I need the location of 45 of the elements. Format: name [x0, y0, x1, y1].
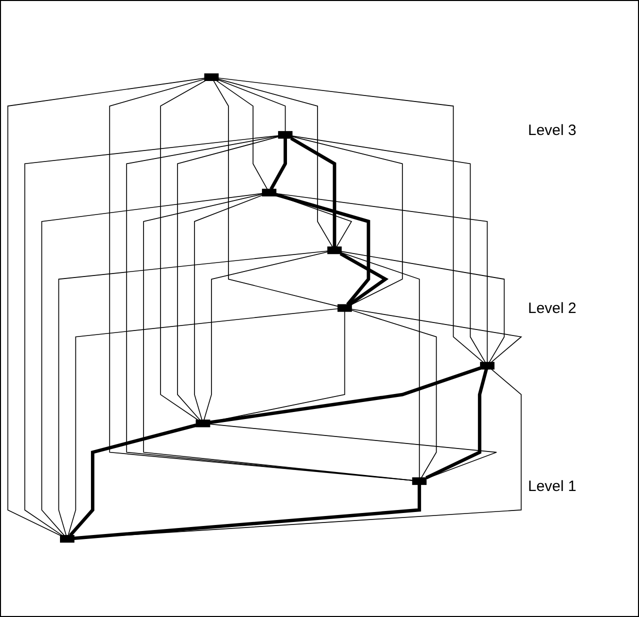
connector — [74, 369, 522, 540]
node-box — [337, 304, 352, 312]
connector — [209, 424, 498, 480]
node-box — [204, 74, 219, 82]
connector — [58, 251, 328, 536]
level-label: Level 1 — [528, 478, 578, 496]
connector — [41, 194, 263, 536]
level-label: Level 2 — [528, 300, 578, 317]
connector — [218, 80, 286, 132]
connector — [74, 485, 422, 540]
node-box — [196, 420, 210, 428]
node-box — [262, 189, 276, 197]
connector — [109, 79, 413, 482]
node-box — [412, 478, 427, 486]
connector — [216, 80, 268, 190]
connector — [194, 195, 263, 421]
connector — [290, 137, 336, 248]
connector — [210, 366, 482, 425]
connector — [425, 369, 488, 480]
connector — [292, 136, 403, 306]
connector — [160, 80, 206, 421]
node-box — [60, 536, 74, 544]
node-box — [278, 132, 292, 140]
level-label: Level 3 — [528, 122, 578, 139]
connector — [177, 136, 279, 421]
connector — [126, 136, 413, 482]
connector — [68, 424, 197, 538]
connector — [340, 252, 505, 364]
node-box — [327, 246, 342, 255]
connector — [270, 138, 287, 191]
connector — [204, 252, 328, 421]
connector — [340, 252, 420, 479]
node-box — [480, 362, 494, 370]
connector — [24, 136, 279, 536]
connector — [7, 78, 206, 536]
connector — [351, 310, 437, 479]
connector — [351, 309, 522, 364]
connector — [218, 79, 333, 248]
connector — [292, 136, 486, 364]
connector — [213, 80, 338, 308]
connector — [218, 78, 484, 364]
connector — [68, 308, 338, 536]
connector — [143, 194, 413, 482]
connector — [275, 193, 370, 306]
connector — [276, 194, 488, 364]
